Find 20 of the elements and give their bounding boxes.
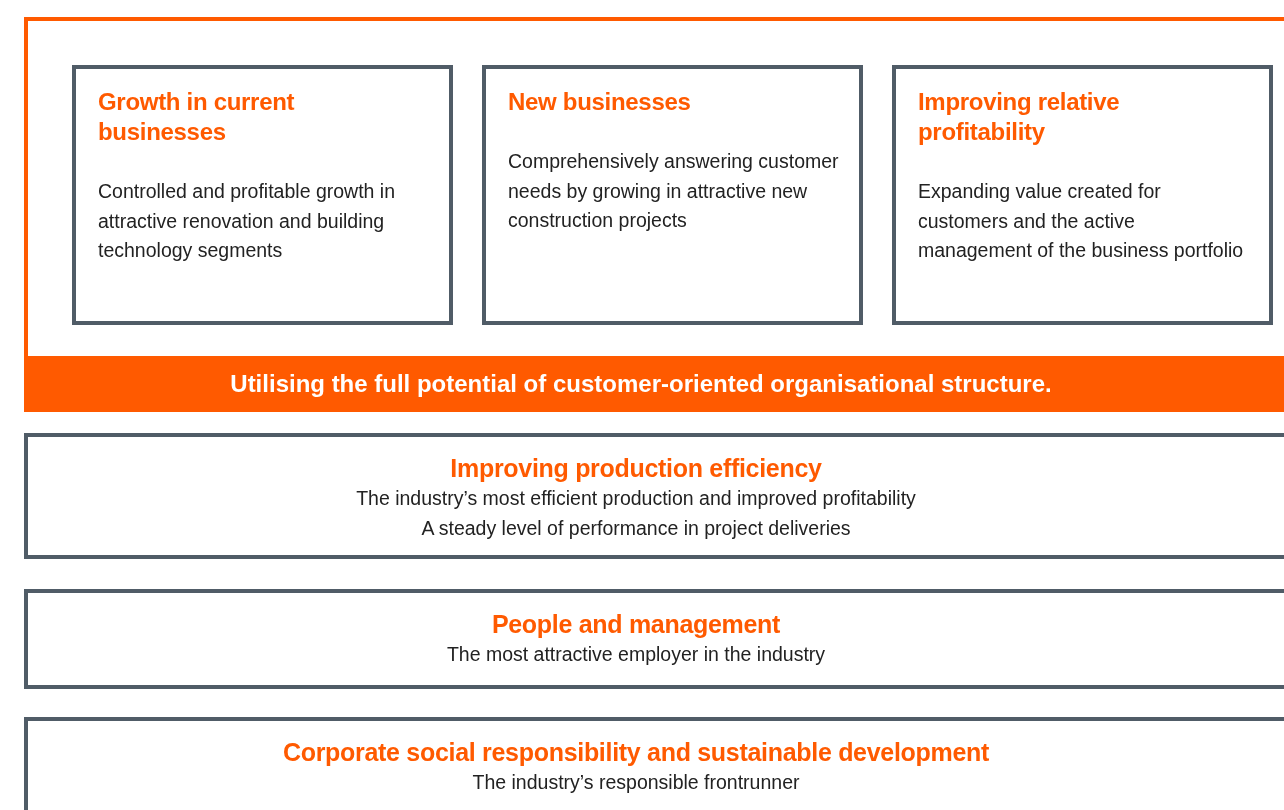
heading: Improving production efficiency xyxy=(449,453,823,483)
description: The most attractive employer in the industry xyxy=(445,642,827,667)
focus-panel xyxy=(24,589,1284,689)
heading: Improving relative profitability xyxy=(918,87,1121,147)
heading: Corporate social responsibility and sustainable development xyxy=(281,737,991,767)
description: A steady level of performance in project deliveries xyxy=(420,516,852,541)
goal-card xyxy=(72,65,453,325)
banner: Utilising the full potential of customer-oriented organisational structure. xyxy=(24,356,1284,412)
description: Controlled and profitable growth in attractive renovation and building technology segments xyxy=(98,179,396,263)
description: Expanding value created for customers and the active management of the business portfolio xyxy=(918,179,1245,263)
goal-card xyxy=(482,65,863,325)
heading: New businesses xyxy=(508,87,692,117)
heading: Growth in current businesses xyxy=(98,87,296,147)
goal-card xyxy=(892,65,1273,325)
description: Comprehensively answering customer needs by growing in attractive new construction projects xyxy=(508,149,839,233)
focus-panel xyxy=(24,433,1284,559)
description: The industry’s most efficient production and improved profitability xyxy=(355,486,917,511)
heading: People and management xyxy=(490,609,782,639)
focus-panel xyxy=(24,717,1284,810)
description: The industry’s responsible frontrunner xyxy=(471,770,801,795)
